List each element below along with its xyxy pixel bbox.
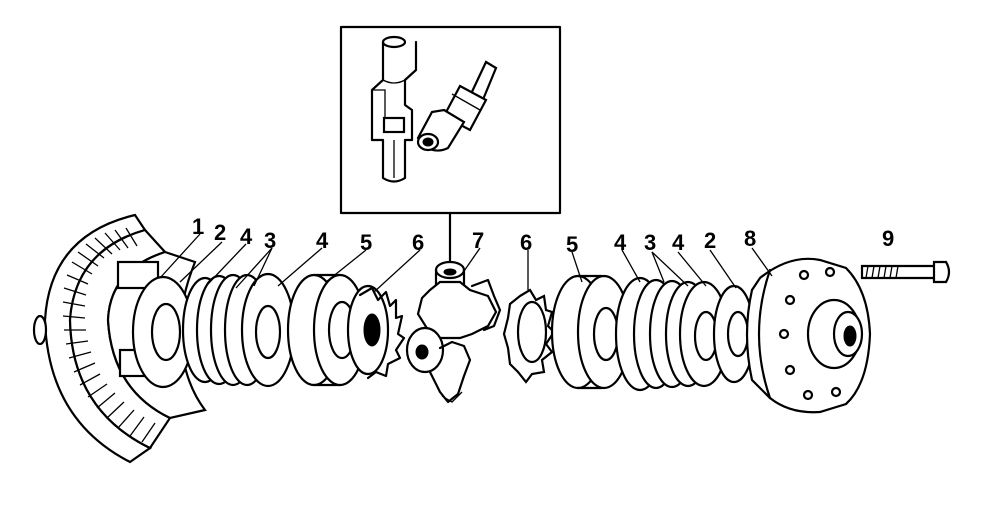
label-5-right: 5 [566, 232, 579, 257]
cross-shaft-angled [416, 60, 498, 152]
label-4-left-b: 4 [316, 228, 329, 253]
right-pressure-ring [550, 274, 632, 390]
case-bolt [860, 260, 951, 284]
differential-spider [405, 260, 502, 404]
left-side-gear [346, 284, 406, 380]
label-2-right: 2 [704, 228, 717, 253]
label-3-left: 3 [264, 228, 277, 253]
label-2-left: 2 [214, 220, 227, 245]
differential-case [745, 257, 872, 414]
leader-lines [159, 233, 773, 293]
cross-shaft-vertical [370, 35, 418, 183]
ring-gear-teeth [62, 227, 156, 443]
label-4-right-a: 4 [614, 230, 627, 255]
right-clutch-pack [614, 276, 730, 392]
label-8: 8 [744, 226, 757, 251]
label-1: 1 [192, 214, 205, 239]
left-thrust-washer [131, 275, 195, 389]
label-3-right: 3 [644, 230, 657, 255]
right-thrust-washer [712, 284, 756, 384]
inset-detail-box [339, 25, 562, 264]
label-6-right: 6 [520, 230, 533, 255]
label-4-right-b: 4 [672, 230, 685, 255]
left-clutch-pack [181, 272, 296, 388]
label-5-left: 5 [360, 230, 373, 255]
label-7: 7 [472, 228, 485, 253]
label-6-left: 6 [412, 230, 425, 255]
label-9: 9 [882, 226, 895, 251]
label-4-left-a: 4 [240, 224, 253, 249]
right-side-gear [502, 288, 556, 384]
